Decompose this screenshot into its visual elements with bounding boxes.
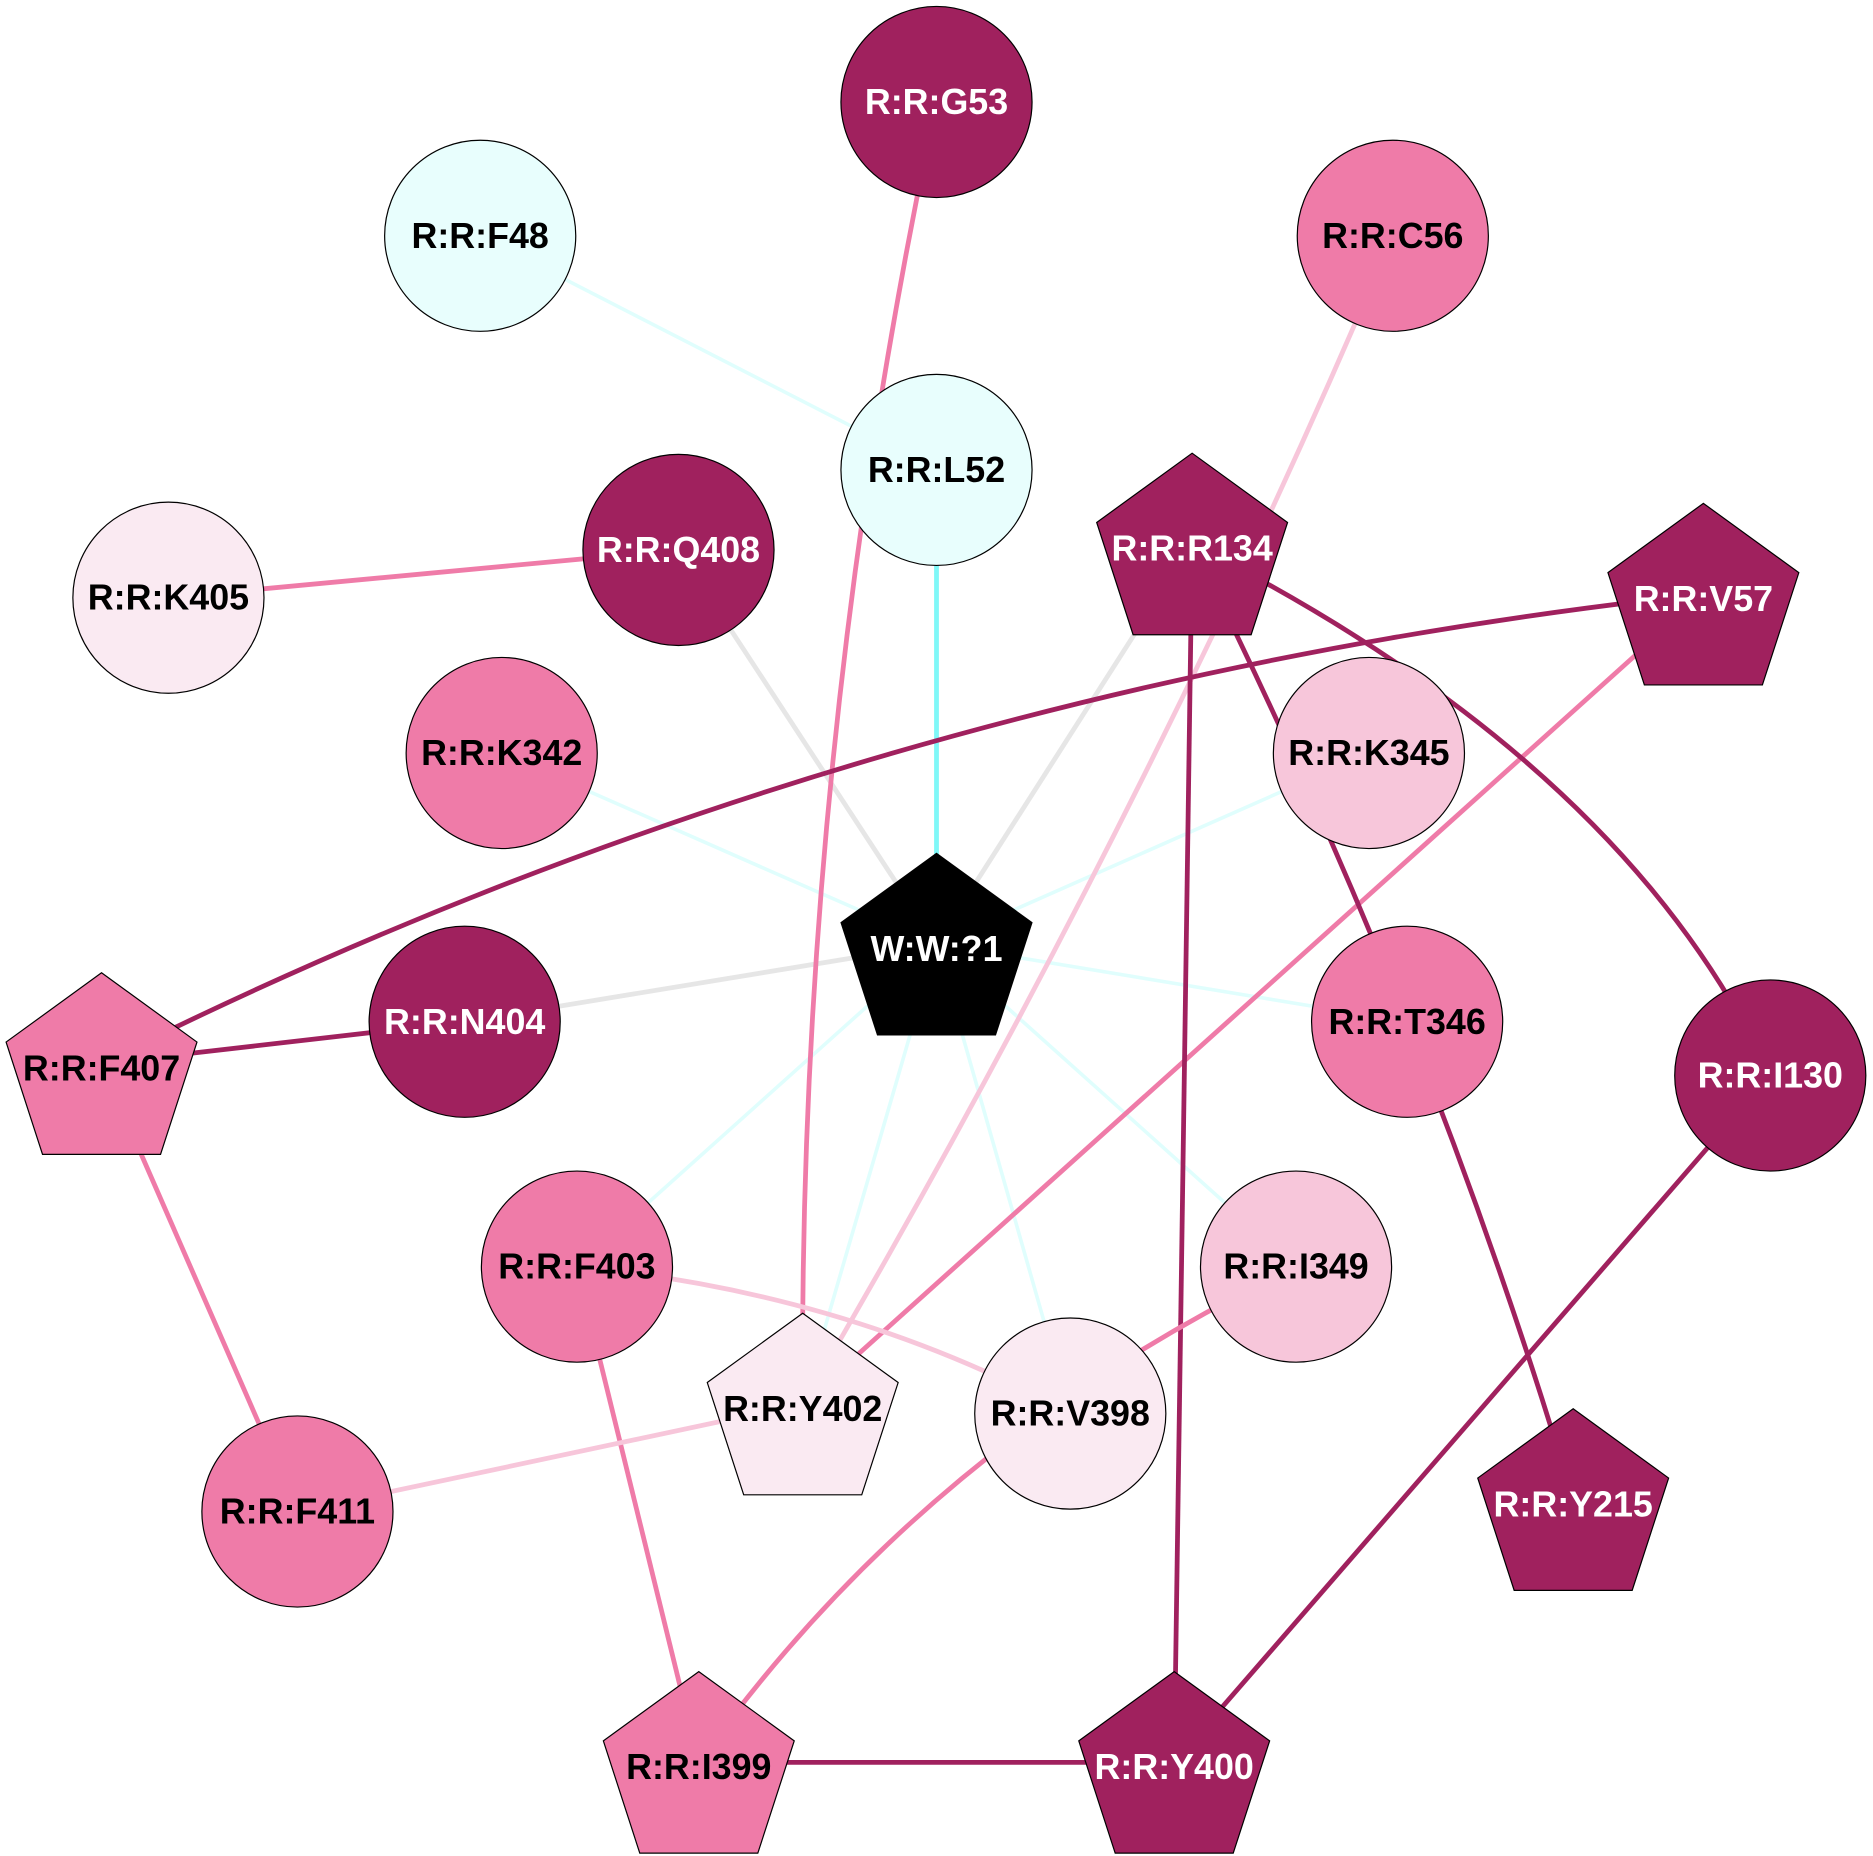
node-label: R:R:V57 bbox=[1634, 579, 1773, 619]
node-label: R:R:R134 bbox=[1111, 529, 1272, 569]
node-label: W:W:?1 bbox=[870, 929, 1002, 969]
node-circle-shape bbox=[201, 1415, 394, 1608]
node-y215[interactable]: R:R:Y215 bbox=[1477, 1408, 1670, 1591]
node-label: R:R:L52 bbox=[868, 450, 1005, 490]
edge-g53-y402 bbox=[800, 101, 939, 1405]
node-pentagon-shape bbox=[602, 1670, 795, 1854]
node-circle-shape bbox=[974, 1317, 1167, 1510]
node-circle-shape bbox=[840, 373, 1033, 567]
node-label: R:R:K342 bbox=[421, 733, 582, 773]
node-f407[interactable]: R:R:F407 bbox=[5, 972, 198, 1155]
edge-i349-i399 bbox=[696, 1264, 1298, 1764]
node-l52[interactable]: R:R:L52 bbox=[840, 373, 1033, 567]
node-w1[interactable]: W:W:?1 bbox=[840, 852, 1033, 1036]
node-f403[interactable]: R:R:F403 bbox=[480, 1170, 674, 1363]
node-circle-shape bbox=[405, 656, 598, 850]
node-circle-shape bbox=[1310, 925, 1504, 1118]
node-label: R:R:I349 bbox=[1223, 1247, 1368, 1287]
node-pentagon-shape bbox=[1078, 1670, 1271, 1854]
node-label: R:R:F411 bbox=[220, 1492, 375, 1532]
node-label: R:R:N404 bbox=[384, 1002, 545, 1042]
node-pentagon-shape bbox=[1095, 452, 1289, 636]
edge-r134-y400 bbox=[1171, 543, 1195, 1763]
node-label: R:R:F403 bbox=[498, 1247, 655, 1287]
node-label: R:R:I399 bbox=[626, 1747, 771, 1787]
node-label: R:R:T346 bbox=[1328, 1002, 1485, 1042]
node-label: R:R:G53 bbox=[865, 82, 1008, 122]
node-circle-shape bbox=[384, 139, 577, 332]
node-y400[interactable]: R:R:Y400 bbox=[1078, 1670, 1271, 1854]
node-i349[interactable]: R:R:I349 bbox=[1199, 1170, 1393, 1363]
node-label: R:R:K345 bbox=[1288, 733, 1449, 773]
node-pentagon-shape bbox=[706, 1312, 899, 1496]
node-g53[interactable]: R:R:G53 bbox=[840, 5, 1033, 199]
node-i399[interactable]: R:R:I399 bbox=[602, 1670, 795, 1854]
node-label: R:R:I130 bbox=[1698, 1056, 1843, 1096]
edge-v57-y402 bbox=[801, 592, 1705, 1406]
node-r134[interactable]: R:R:R134 bbox=[1095, 452, 1289, 636]
node-k345[interactable]: R:R:K345 bbox=[1272, 656, 1466, 850]
node-label: R:R:C56 bbox=[1322, 216, 1463, 256]
node-label: R:R:Q408 bbox=[597, 530, 760, 570]
node-label: R:R:Y215 bbox=[1494, 1484, 1653, 1524]
node-circle-shape bbox=[1199, 1170, 1393, 1363]
node-k342[interactable]: R:R:K342 bbox=[405, 656, 598, 850]
node-label: R:R:Y400 bbox=[1095, 1747, 1254, 1787]
node-q408[interactable]: R:R:Q408 bbox=[582, 453, 775, 647]
node-label: R:R:V398 bbox=[991, 1394, 1150, 1434]
node-n404[interactable]: R:R:N404 bbox=[368, 925, 561, 1118]
node-label: R:R:F48 bbox=[412, 216, 549, 256]
edge-c56-y402 bbox=[800, 234, 1396, 1406]
node-pentagon-shape bbox=[840, 852, 1033, 1036]
node-c56[interactable]: R:R:C56 bbox=[1296, 139, 1489, 332]
edge-r134-i130 bbox=[1191, 541, 1773, 1077]
node-label: R:R:K405 bbox=[88, 578, 249, 618]
node-label: R:R:F407 bbox=[23, 1048, 180, 1088]
node-circle-shape bbox=[480, 1170, 674, 1363]
node-pentagon-shape bbox=[5, 972, 198, 1155]
edge-i130-y400 bbox=[1172, 1073, 1773, 1764]
node-t346[interactable]: R:R:T346 bbox=[1310, 925, 1504, 1118]
edge-v57-f407 bbox=[100, 591, 1704, 1066]
node-circle-shape bbox=[1272, 656, 1466, 850]
node-y402[interactable]: R:R:Y402 bbox=[706, 1312, 899, 1496]
node-circle-shape bbox=[368, 925, 561, 1118]
node-circle-shape bbox=[582, 453, 775, 647]
node-f48[interactable]: R:R:F48 bbox=[384, 139, 577, 332]
node-circle-shape bbox=[1296, 139, 1489, 332]
node-pentagon-shape bbox=[1477, 1408, 1670, 1591]
node-label: R:R:Y402 bbox=[723, 1389, 882, 1429]
node-k405[interactable]: R:R:K405 bbox=[72, 501, 265, 694]
node-f411[interactable]: R:R:F411 bbox=[201, 1415, 394, 1608]
node-v57[interactable]: R:R:V57 bbox=[1607, 502, 1800, 686]
node-i130[interactable]: R:R:I130 bbox=[1674, 979, 1867, 1172]
node-circle-shape bbox=[1674, 979, 1867, 1172]
node-circle-shape bbox=[840, 5, 1033, 199]
node-v398[interactable]: R:R:V398 bbox=[974, 1317, 1167, 1510]
node-pentagon-shape bbox=[1607, 502, 1800, 686]
node-circle-shape bbox=[72, 501, 265, 694]
